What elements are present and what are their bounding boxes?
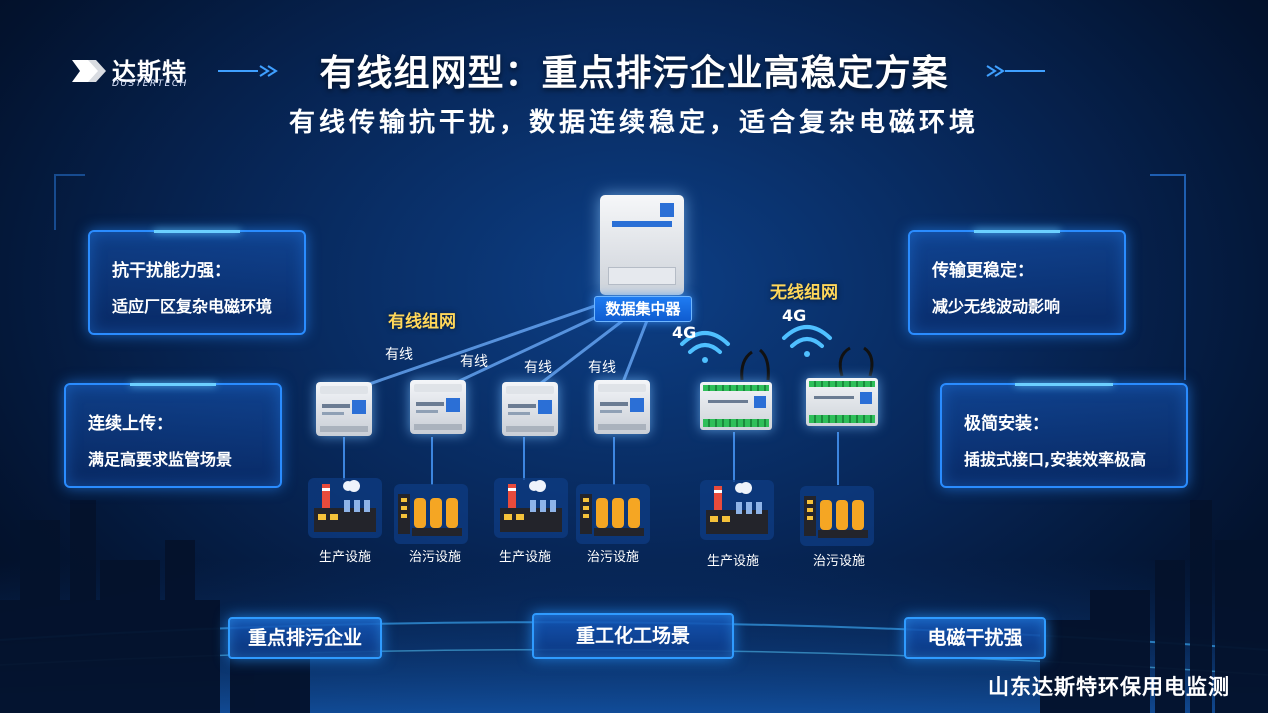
treatment-facility-icon xyxy=(394,484,468,544)
facility-label: 治污设施 xyxy=(812,554,865,569)
feature-box-stable-transmission: 传输更稳定： 减少无线波动影响 xyxy=(908,230,1126,335)
wireless-group-label: 无线组网 xyxy=(770,283,838,303)
feature-text: 减少无线波动影响 xyxy=(932,297,1061,316)
wired-meter xyxy=(594,380,650,434)
feature-heading: 抗干扰能力强： xyxy=(112,261,231,281)
brand-name-cn: 达斯特 xyxy=(112,58,187,86)
4g-meter xyxy=(806,378,878,426)
feature-box-anti-interference: 抗干扰能力强： 适应厂区复杂电磁环境 xyxy=(88,230,306,335)
data-concentrator-device xyxy=(600,195,684,295)
page-subtitle: 有线传输抗干扰，数据连续稳定，适合复杂电磁环境 xyxy=(288,108,979,138)
wired-link-label: 有线 xyxy=(588,360,616,376)
wifi-icon xyxy=(782,325,832,357)
wired-group-label: 有线组网 xyxy=(388,312,456,332)
logo-mark-icon xyxy=(72,60,106,82)
feature-text: 适应厂区复杂电磁环境 xyxy=(112,297,273,316)
wired-link-label: 有线 xyxy=(460,354,488,370)
facility-label: 生产设施 xyxy=(498,550,551,565)
brand-logo: 达斯特 DUSTERTECH xyxy=(70,52,205,92)
facility-label: 治污设施 xyxy=(586,550,639,565)
wired-link-label: 有线 xyxy=(524,360,552,376)
production-facility-icon xyxy=(494,478,568,538)
feature-box-continuous-upload: 连续上传： 满足高要求监管场景 xyxy=(64,383,282,488)
feature-heading: 传输更稳定： xyxy=(932,261,1034,281)
footer-company: 山东达斯特环保用电监测 xyxy=(988,675,1230,699)
treatment-facility-icon xyxy=(576,484,650,544)
facility-label: 生产设施 xyxy=(706,554,759,569)
facility-label: 治污设施 xyxy=(408,550,461,565)
production-facility-icon xyxy=(308,478,382,538)
scene-tag-key-polluter: 重点排污企业 xyxy=(228,617,382,659)
wifi-icon xyxy=(680,331,730,363)
facility-label: 生产设施 xyxy=(318,550,371,565)
4g-label: 4G xyxy=(672,323,697,342)
wired-meter xyxy=(502,382,558,436)
feature-box-easy-install: 极简安装： 插拔式接口,安装效率极高 xyxy=(940,383,1188,488)
page-title: 有线组网型：重点排污企业高稳定方案 xyxy=(319,53,949,94)
wired-link-label: 有线 xyxy=(385,347,413,363)
production-facility-icon xyxy=(700,480,774,540)
wired-meter xyxy=(316,382,372,436)
concentrator-label: 数据集中器 xyxy=(594,296,692,322)
scene-tag-strong-emi: 电磁干扰强 xyxy=(904,617,1046,659)
feature-text: 满足高要求监管场景 xyxy=(88,450,233,469)
treatment-facility-icon xyxy=(800,486,874,546)
scene-tag-heavy-chemical: 重工化工场景 xyxy=(532,613,734,659)
title-decoration-right xyxy=(986,65,1045,77)
4g-label: 4G xyxy=(782,306,807,325)
title-decoration-left xyxy=(218,65,278,77)
feature-heading: 连续上传： xyxy=(88,414,173,434)
feature-text: 插拔式接口,安装效率极高 xyxy=(964,450,1147,469)
4g-meter xyxy=(700,382,772,430)
brand-name-en: DUSTERTECH xyxy=(112,79,188,89)
feature-heading: 极简安装： xyxy=(964,414,1049,434)
wired-meter xyxy=(410,380,466,434)
